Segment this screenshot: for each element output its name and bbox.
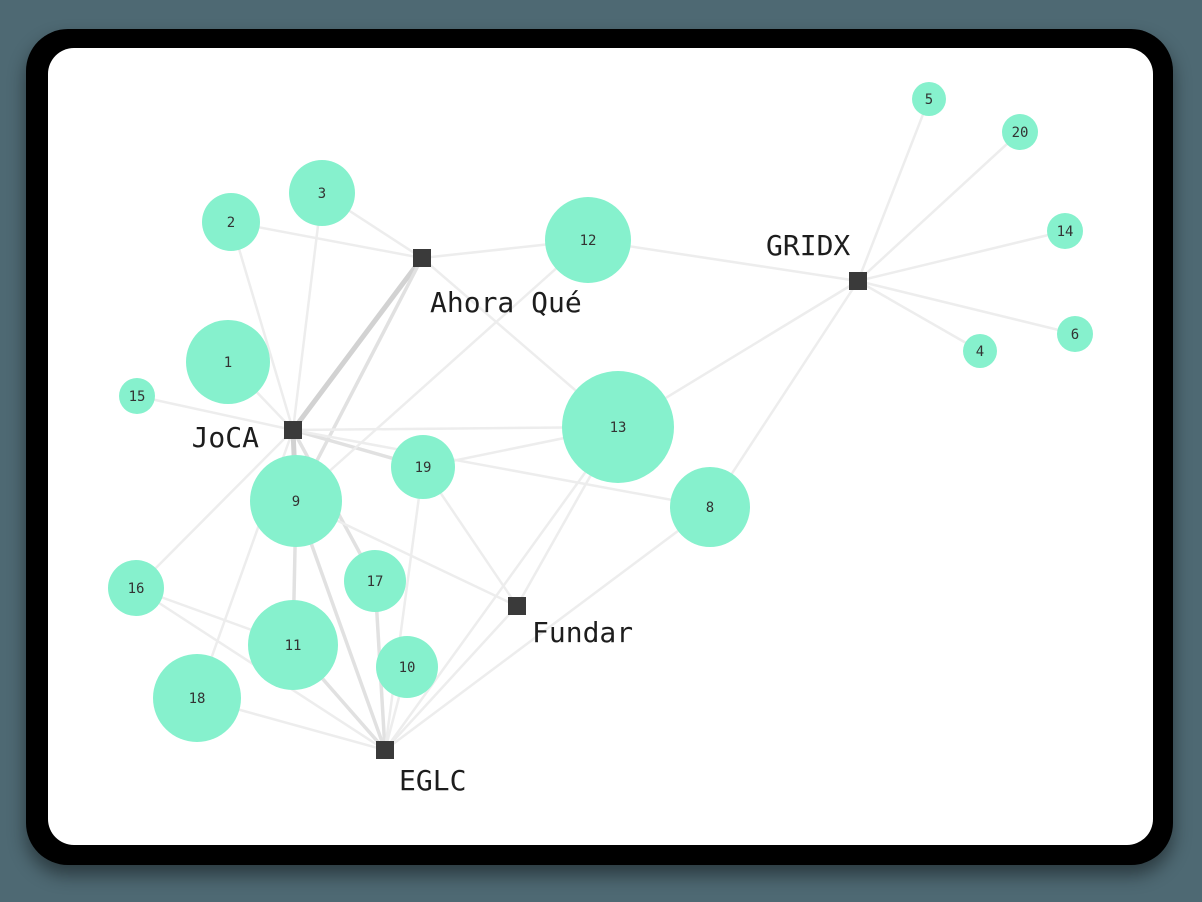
edge-GRIDX-20 [856,130,1022,283]
node-circle-8[interactable] [670,467,750,547]
edge-JoCA-15 [135,394,295,432]
node-circle-2[interactable] [202,193,260,251]
node-circle-10[interactable] [376,636,438,698]
node-number-13: 13 [610,420,627,436]
node-number-10: 10 [399,660,416,676]
node-number-3: 3 [318,186,326,202]
edge-EGLC-13 [383,425,620,752]
node-circle-3[interactable] [289,160,355,226]
hub-square-Ahora Qué[interactable] [413,249,431,267]
edge-JoCA-16 [134,428,295,590]
node-number-15: 15 [129,389,146,405]
edge-GRIDX-12 [586,238,860,283]
edge-GRIDX-4 [856,279,982,353]
edge-EGLC-19 [383,465,425,752]
node-circle-4[interactable] [963,334,997,368]
edge-GRIDX-6 [856,279,1077,336]
node-circle-18[interactable] [153,654,241,742]
hub-square-GRIDX[interactable] [849,272,867,290]
node-circle-14[interactable] [1047,213,1083,249]
edge-GRIDX-8 [708,279,860,509]
edge-Ahora Qué-2 [229,220,424,260]
node-number-19: 19 [415,460,432,476]
node-circle-15[interactable] [119,378,155,414]
node-number-9: 9 [292,494,300,510]
node-number-12: 12 [580,233,597,249]
edge-GRIDX-14 [856,229,1067,283]
hub-square-EGLC[interactable] [376,741,394,759]
node-number-4: 4 [976,344,984,360]
node-circle-6[interactable] [1057,316,1093,352]
edge-12-9 [294,238,590,503]
node-number-11: 11 [285,638,302,654]
hub-square-Fundar[interactable] [508,597,526,615]
hub-label-GRIDX: GRIDX [766,229,850,262]
node-number-6: 6 [1071,327,1079,343]
node-circle-19[interactable] [391,435,455,499]
node-number-8: 8 [706,500,714,516]
node-number-1: 1 [224,355,232,371]
edge-Fundar-EGLC [383,604,519,752]
node-number-2: 2 [227,215,235,231]
edge-Ahora Qué-JoCA [290,255,425,433]
node-circle-20[interactable] [1002,114,1038,150]
edge-EGLC-8 [383,505,712,752]
edge-JoCA-2 [229,220,295,432]
node-circle-13[interactable] [562,371,674,483]
hub-square-JoCA[interactable] [284,421,302,439]
node-circle-5[interactable] [912,82,946,116]
node-circle-17[interactable] [344,550,406,612]
node-circle-11[interactable] [248,600,338,690]
hub-label-JoCA: JoCA [192,421,260,454]
hub-label-EGLC: EGLC [399,764,466,797]
node-number-20: 20 [1012,125,1029,141]
node-circle-16[interactable] [108,560,164,616]
hub-label-Ahora Qué: Ahora Qué [430,286,582,319]
edge-GRIDX-5 [856,97,931,283]
node-number-5: 5 [925,92,933,108]
node-circle-9[interactable] [250,455,342,547]
node-number-16: 16 [128,581,145,597]
node-number-17: 17 [367,574,384,590]
node-number-18: 18 [189,691,206,707]
edge-JoCA-3 [291,191,324,432]
node-circle-12[interactable] [545,197,631,283]
node-number-14: 14 [1057,224,1074,240]
hub-label-Fundar: Fundar [532,616,633,649]
node-circle-1[interactable] [186,320,270,404]
